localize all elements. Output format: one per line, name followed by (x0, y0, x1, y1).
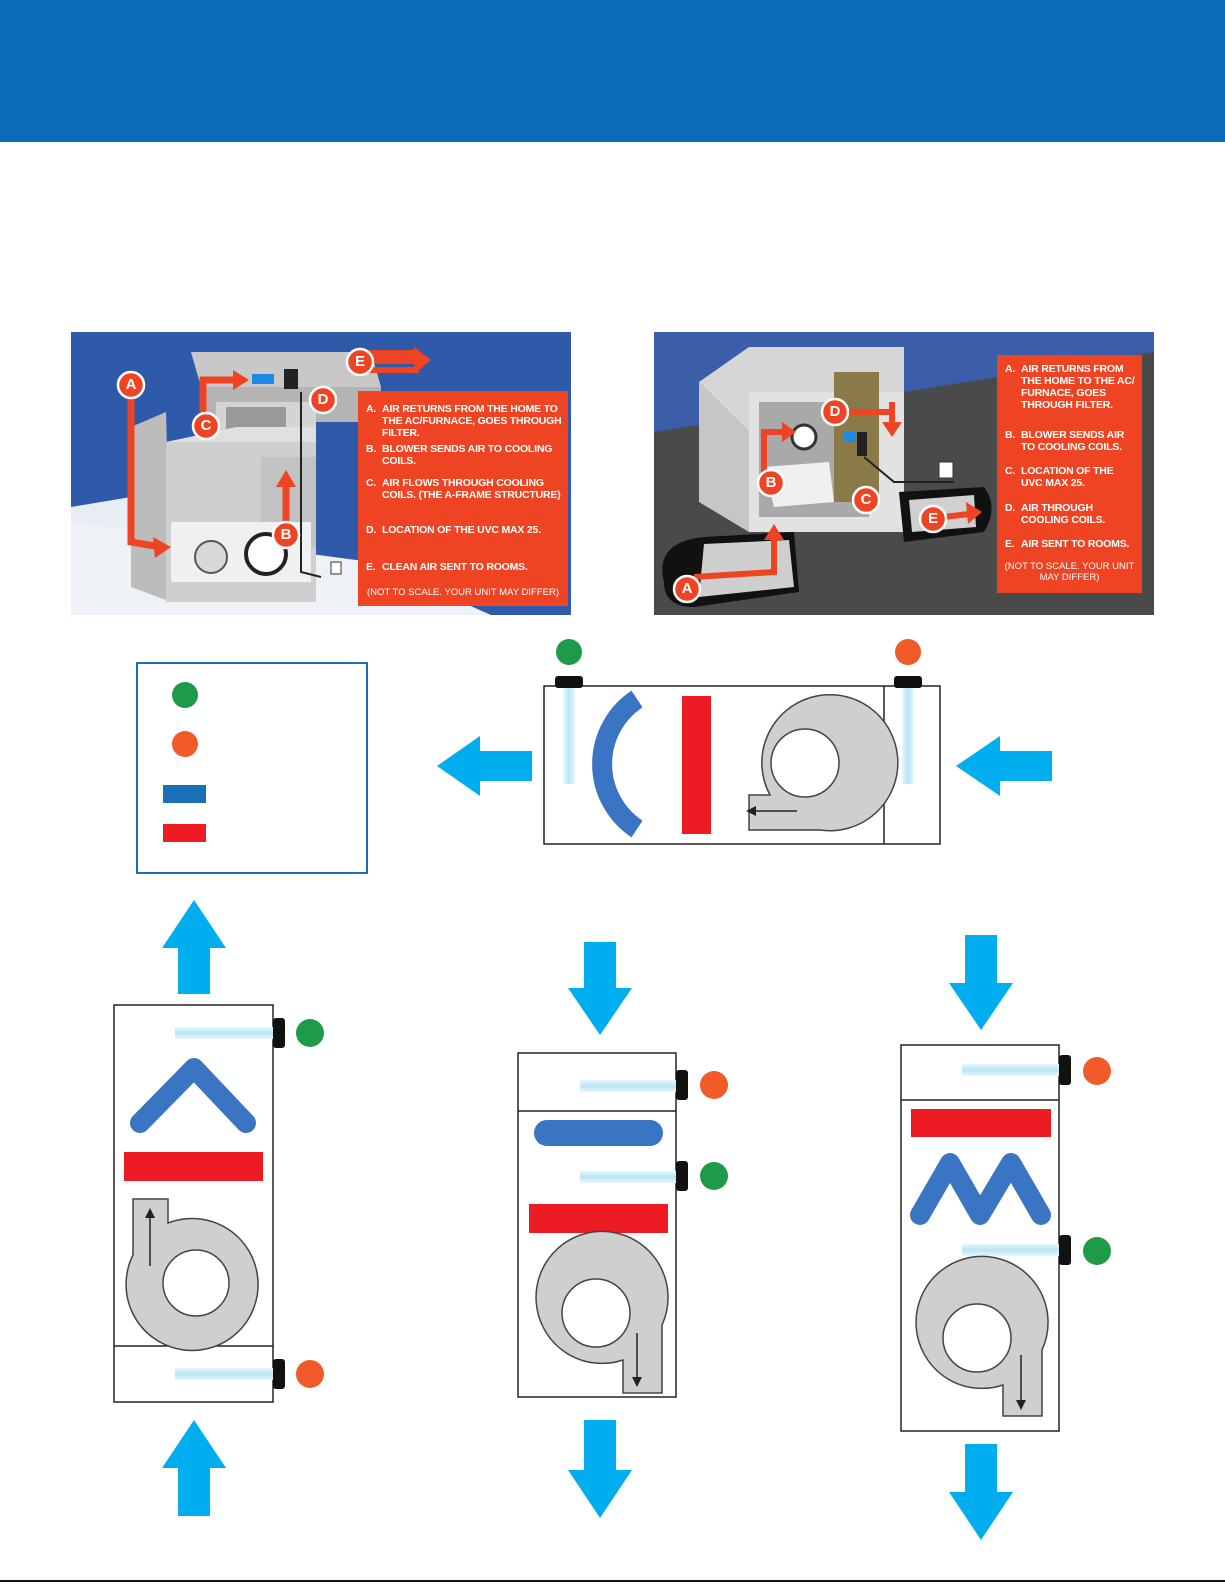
marker-b: B (280, 526, 292, 543)
uvc-orange-dot (895, 639, 921, 665)
furnace-illustration-right: A B C D E A.AIR RETURNS FROM THE HOME TO… (654, 332, 1154, 615)
header-banner (0, 0, 1225, 142)
marker-c: C (200, 417, 212, 434)
marker-a: A (125, 376, 137, 393)
uvc-green-dot (556, 639, 582, 665)
legend-red-bar (163, 824, 206, 842)
left-steps-box: A.AIR RETURNS FROM THE HOME TO THE AC/FU… (358, 391, 568, 606)
legend-green-dot (172, 682, 198, 708)
legend-box (136, 662, 368, 874)
downflow-unit-middle (517, 942, 728, 1518)
footer-rule (0, 1580, 1225, 1582)
marker-a: A (681, 580, 693, 597)
marker-c: C (860, 491, 872, 508)
marker-e: E (354, 353, 365, 370)
legend-orange-dot (172, 731, 198, 757)
marker-d: D (317, 391, 329, 408)
right-steps-box: A.AIR RETURNS FROM THE HOME TO THE AC/ F… (997, 355, 1142, 593)
marker-e: E (927, 510, 938, 527)
scale-note: (NOT TO SCALE. YOUR UNIT MAY DIFFER) (1004, 561, 1135, 583)
horizontal-unit (437, 639, 1052, 845)
legend-blue-bar (163, 785, 206, 803)
marker-b: B (765, 474, 777, 491)
marker-d: D (829, 403, 841, 420)
upflow-unit (113, 900, 324, 1516)
scale-note: (NOT TO SCALE. YOUR UNIT MAY DIFFER) (367, 587, 559, 598)
downflow-unit-right (900, 935, 1111, 1540)
furnace-illustration-left: A B C D E A.AIR RETURNS FROM THE HOME TO… (71, 332, 571, 615)
